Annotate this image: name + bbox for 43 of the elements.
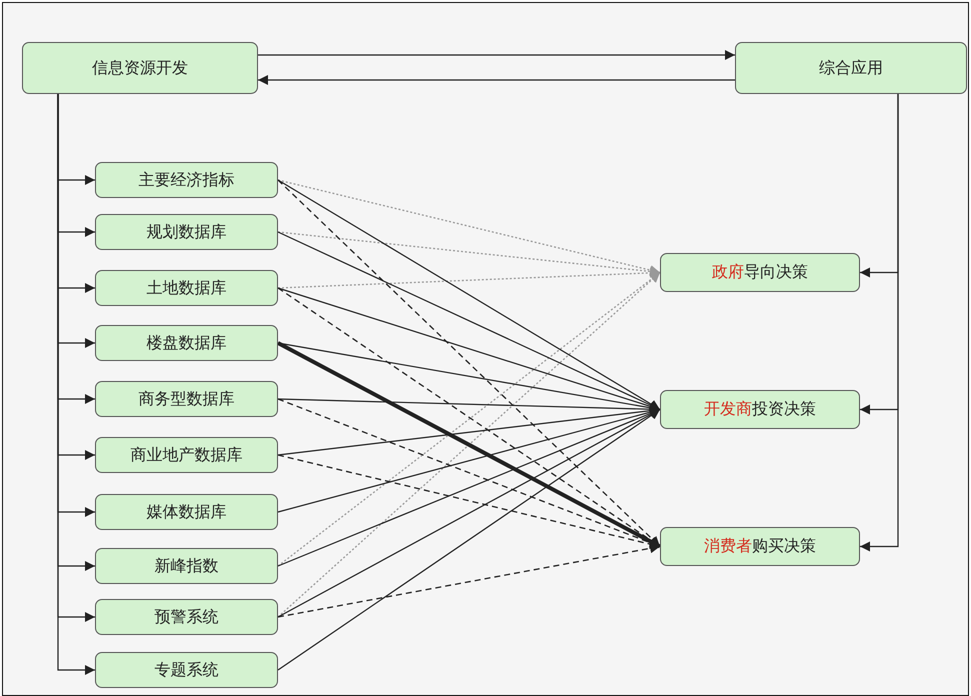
data-box [95,494,278,530]
arrow [278,409,660,670]
arrow [277,341,661,548]
highlight-label: 开发商 [704,399,752,420]
box-label: 规划数据库 [146,222,226,242]
box-label: 综合应用 [819,58,883,78]
box-label: 商业地产数据库 [130,444,242,466]
arrow [278,408,660,618]
box-label: 导向决策 [744,262,808,283]
arrow [278,268,660,289]
box-label: 专题系统 [154,660,218,680]
arrow [258,75,735,85]
box-label: 主要经济指标 [138,170,234,190]
data-box [95,214,278,250]
data-box [95,381,278,417]
decision-box [660,527,860,566]
data-box [95,548,278,584]
arrow [278,179,660,275]
data-box [95,599,278,635]
box-label: 购买决策 [752,536,816,557]
box-label: 商务型数据库 [138,388,234,410]
process-box [735,42,967,94]
box-label: 预警系统 [154,606,218,628]
highlight-label: 消费者 [704,536,752,557]
box-label: 土地数据库 [146,278,226,298]
arrow [860,94,899,552]
decision-box [660,253,860,292]
process-box [22,42,258,94]
data-box [95,270,278,306]
arrow [278,179,660,410]
decision-box [660,390,860,429]
data-box [95,437,278,473]
highlight-label: 政府 [712,262,744,283]
box-label: 楼盘数据库 [146,332,226,354]
box-label: 信息资源开发 [92,58,188,78]
data-box [95,162,278,198]
box-label: 投资决策 [752,399,816,420]
data-box [95,325,278,361]
arrow [278,231,660,410]
data-box [95,652,278,688]
box-label: 媒体数据库 [146,502,226,522]
box-label: 新峰指数 [154,556,218,576]
arrow [258,50,735,60]
